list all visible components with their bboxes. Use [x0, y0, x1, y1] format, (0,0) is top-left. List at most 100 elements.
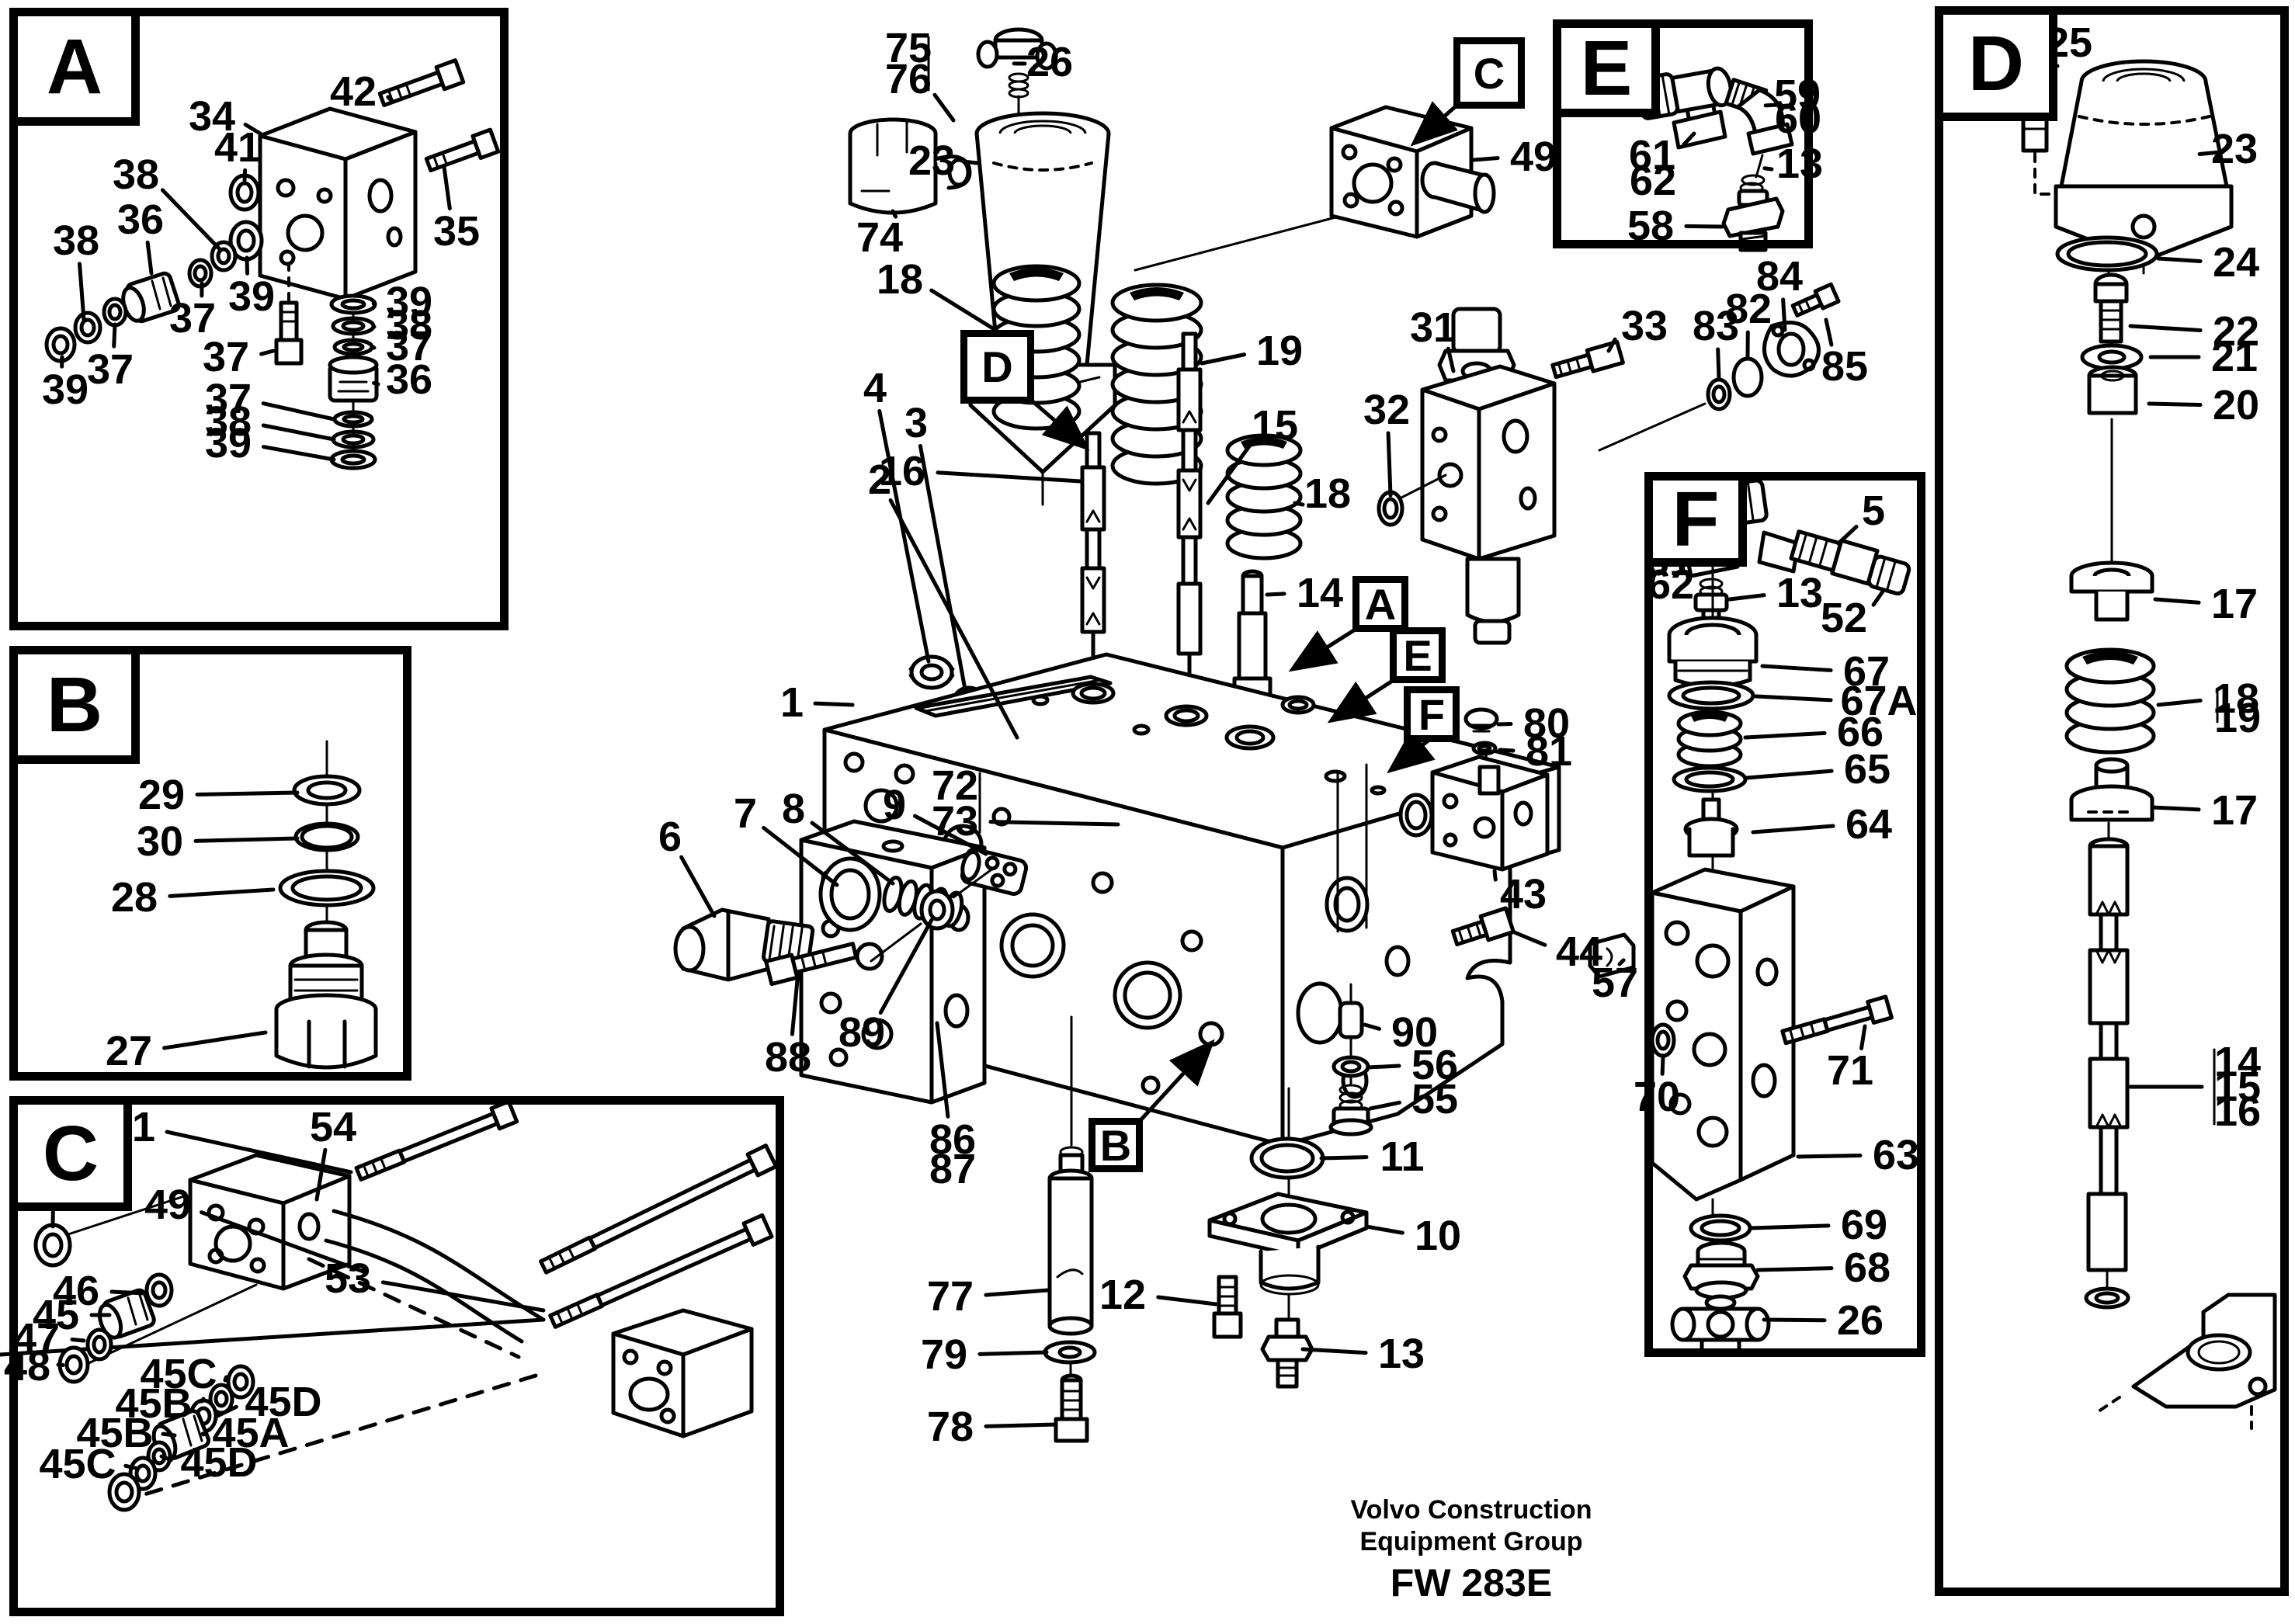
callout-18-48: 18 [1304, 470, 1352, 517]
callout-81-83: 81 [1525, 728, 1573, 775]
part-spool-16 [1080, 431, 1106, 692]
section-frame-A [9, 8, 509, 630]
part-bracket-d [2095, 1048, 2277, 1430]
part-oring-50-inner [42, 1232, 64, 1258]
callout-15-47: 15 [1251, 402, 1299, 449]
part-spring-66 [1676, 710, 1743, 769]
callout-37-14: 37 [385, 323, 433, 370]
callout-15-120: 15 [2213, 1064, 2262, 1110]
part-bolt-51 [354, 1099, 519, 1182]
part-bolt-42 [377, 58, 466, 108]
part-bolt-71 [1780, 994, 1894, 1046]
callout-66-100: 66 [1836, 709, 1884, 755]
ref-marker-C: C [1453, 37, 1525, 109]
callout-1-56: 1 [779, 679, 804, 726]
callout-45A-36: 45A [212, 1410, 290, 1456]
part-flange-block-left [188, 1153, 352, 1291]
callout-38-13: 38 [385, 302, 433, 349]
callout-72-54: 72 [931, 762, 979, 809]
part-spring-18-right [1225, 433, 1303, 560]
callout-88-61: 88 [764, 1034, 812, 1081]
callout-26-41: 26 [1026, 39, 1074, 85]
callout-26-108: 26 [1836, 1297, 1884, 1344]
callout-23-42: 23 [908, 137, 956, 184]
part-cap-80-ring-81 [1463, 707, 1499, 770]
callout-55-72: 55 [1411, 1076, 1459, 1123]
callout-37-7: 37 [168, 295, 217, 342]
callout-37-16: 37 [204, 376, 252, 422]
callout-8-57: 8 [781, 786, 806, 832]
callout-62-94: 62 [1647, 561, 1695, 608]
callout-39-12: 39 [385, 279, 433, 325]
part-spool-77 [1047, 1015, 1094, 1336]
callout-67A-99: 67A [1840, 678, 1918, 724]
callout-33-77: 33 [1620, 303, 1668, 349]
callout-5-96: 5 [1861, 488, 1886, 534]
callout-80-82: 80 [1522, 700, 1571, 747]
callout-73-55: 73 [931, 798, 979, 845]
part-bolt-44 [1450, 906, 1516, 947]
part-plug-36-left [121, 271, 181, 324]
part-bushing-17-top [2069, 418, 2154, 622]
callout-42-0: 42 [329, 68, 377, 115]
part-ring-67A [1667, 680, 1755, 711]
callout-71-104: 71 [1826, 1047, 1874, 1094]
part-valve-9 [960, 847, 1029, 896]
callout-37-9: 37 [86, 346, 134, 393]
callout-10-70: 10 [1414, 1213, 1462, 1259]
callout-18-116: 18 [2212, 675, 2260, 722]
callout-59-87: 59 [1773, 71, 1821, 118]
callout-38-17: 38 [204, 398, 252, 445]
callout-41-2: 41 [214, 124, 262, 171]
callout-68-107: 68 [1843, 1244, 1891, 1291]
callout-82-79: 82 [1724, 286, 1772, 332]
part-bushing-17-bottom [2069, 757, 2154, 822]
callout-45C-32: 45C [140, 1351, 217, 1397]
part-spring-18-19-d [2064, 647, 2219, 755]
callout-76-40: 76 [884, 56, 932, 102]
callout-90-74: 90 [1391, 1009, 1439, 1056]
part-bolt-53 [548, 1213, 774, 1329]
part-bolt-78 [1054, 1361, 1089, 1443]
callout-69-106: 69 [1840, 1202, 1888, 1248]
callout-49-44: 49 [1509, 134, 1557, 180]
callout-43-84: 43 [1499, 871, 1547, 918]
callout-7-59: 7 [733, 790, 758, 837]
part-seal-chain-45 [107, 1364, 255, 1512]
part-seal-83-82-84-85 [1598, 282, 1841, 452]
part-oring-70-inner [1655, 1029, 1671, 1051]
brand-line2: Equipment Group [1359, 1526, 1583, 1556]
part-seal-chain-46-48 [57, 1272, 258, 1384]
part-bolt-12 [1212, 1275, 1243, 1339]
callout-29-19: 29 [137, 772, 186, 818]
callout-52-97: 52 [1820, 595, 1868, 641]
part-oring-32-inner [1382, 497, 1399, 520]
callout-3-52: 3 [904, 400, 929, 446]
callout-45B-35: 45B [76, 1410, 154, 1456]
callout-57-86: 57 [1591, 959, 1639, 1006]
section-letter-A: A [9, 8, 140, 126]
callout-65-101: 65 [1843, 746, 1891, 793]
callout-28-21: 28 [110, 874, 158, 921]
callout-79-66: 79 [920, 1331, 968, 1378]
callout-17-115: 17 [2210, 581, 2259, 627]
callout-56-73: 56 [1411, 1042, 1459, 1088]
callout-67-98: 67 [1842, 648, 1891, 695]
ref-marker-E: E [1390, 627, 1446, 683]
part-ring-65-inner [1684, 770, 1735, 789]
callout-36-15: 36 [385, 356, 433, 403]
callout-22-112: 22 [2212, 308, 2260, 355]
callout-46-28: 46 [52, 1268, 100, 1314]
callout-78-67: 78 [926, 1404, 974, 1450]
callout-30-20: 30 [136, 818, 184, 865]
part-oring-24 [2055, 235, 2159, 272]
callout-53-27: 53 [324, 1255, 372, 1302]
part-block-43 [1398, 755, 1550, 872]
part-bolt-35 [424, 127, 501, 173]
ref-marker-A: A [1352, 576, 1408, 632]
ref-marker-D: D [960, 330, 1034, 404]
part-bolt-54 [538, 1143, 779, 1275]
section-letter-E: E [1553, 19, 1660, 117]
callout-64-102: 64 [1845, 801, 1893, 848]
